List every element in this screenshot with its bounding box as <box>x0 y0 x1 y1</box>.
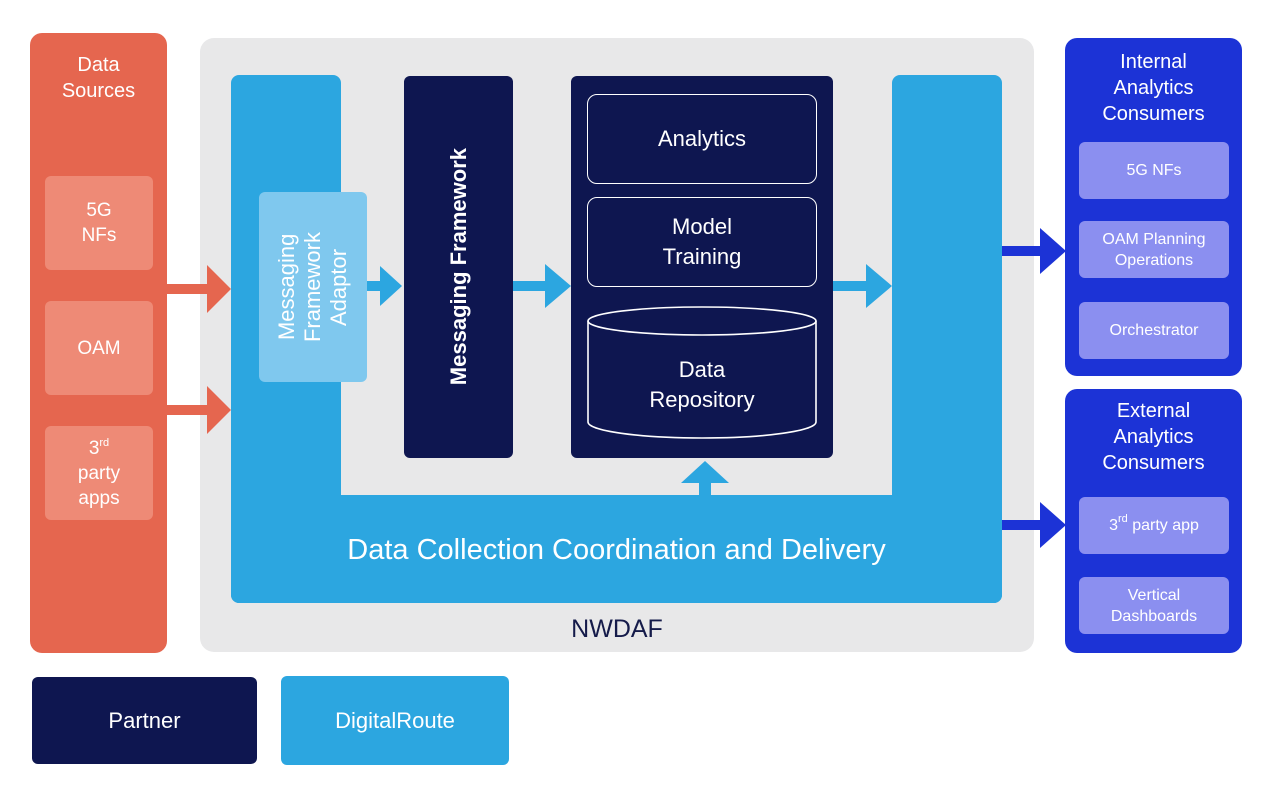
data-sources-title: Data Sources <box>61 54 136 102</box>
source-5g-nfs: 5G NFs <box>45 176 153 270</box>
source-oam: OAM <box>45 301 153 395</box>
model-training-box: Model Training <box>587 197 817 287</box>
messaging-framework-adaptor: Messaging Framework Adaptor <box>259 192 367 382</box>
analytics-engine-block <box>571 76 833 458</box>
data-collection-base <box>231 495 1002 603</box>
consumer-5g-nfs: 5G NFs <box>1079 142 1229 199</box>
nwdaf-label: NWDAF <box>571 615 663 643</box>
messaging-framework: Messaging Framework <box>404 76 513 458</box>
external-consumers-title: External Analytics Consumers <box>1102 400 1205 474</box>
legend-partner: Partner <box>32 677 257 764</box>
legend-digitalroute: DigitalRoute <box>281 676 509 765</box>
data-repository-label: Data Repository <box>649 357 755 412</box>
arrow-to-internal-consumers <box>1002 228 1066 274</box>
arrow-adaptor-to-messaging <box>367 266 402 306</box>
consumer-vertical-dashboards: Vertical Dashboards <box>1079 577 1229 634</box>
consumer-3rd-party-app: 3rd party app <box>1079 497 1229 554</box>
arrow-oam-to-collection <box>167 265 231 313</box>
data-repository-cylinder-icon <box>587 306 817 439</box>
data-collection-label: Data Collection Coordination and Deliver… <box>347 534 886 566</box>
arrow-analytics-to-delivery <box>833 264 892 308</box>
source-3rd-party-apps: 3rd party apps <box>45 426 153 520</box>
arrow-collection-to-repository <box>681 461 729 496</box>
arrow-3rd-party-to-collection <box>167 386 231 434</box>
analytics-box: Analytics <box>587 94 817 184</box>
arrow-to-external-consumers <box>1002 502 1066 548</box>
consumer-orchestrator: Orchestrator <box>1079 302 1229 359</box>
internal-consumers-title: Internal Analytics Consumers <box>1102 51 1205 125</box>
consumer-oam-planning: OAM Planning Operations <box>1079 221 1229 278</box>
arrow-messaging-to-analytics <box>513 264 571 308</box>
